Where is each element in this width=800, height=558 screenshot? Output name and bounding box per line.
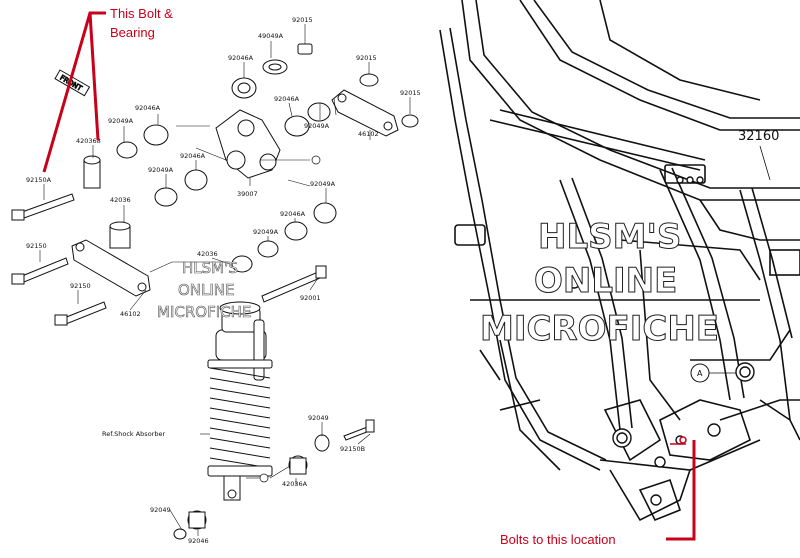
part-number-92049-a: 92049 [308,414,329,422]
svg-text:MICROFICHE: MICROFICHE [157,303,251,321]
svg-text:HLSM'S: HLSM'S [538,217,681,257]
part-number-92150-b: 92150 [70,282,91,290]
frame-drawing [439,0,800,522]
part-number-92001: 92001 [300,294,321,302]
part-number-92049a-c: 92049A [148,166,174,174]
watermark-left: HLSM'S ONLINE MICROFICHE [157,259,252,322]
svg-text:ONLINE: ONLINE [178,281,235,299]
reference-mark-a-frame: A [690,363,736,383]
part-number-92049a-e: 92049A [253,228,279,236]
part-number-92150a: 92150A [26,176,52,184]
part-number-92049a-b: 92049A [304,122,330,130]
part-number-92015-c: 92015 [400,89,421,97]
part-number-92150-a: 92150 [26,242,47,250]
part-number-42036-a: 42036 [110,196,131,204]
part-number-39007: 39007 [237,190,258,198]
part-number-92049a-a: 92049A [108,117,134,125]
part-number-42036a: 42036A [282,480,308,488]
annotation-bolts-location-text: Bolts to this location [500,532,616,547]
watermark-right: HLSM'S ONLINE MICROFICHE [480,217,720,350]
part-number-49049a: 49049A [258,32,284,40]
part-number-92150b: 92150B [340,445,365,453]
part-number-46102-a: 46102 [358,130,379,138]
part-number-92046a-d: 92046A [180,152,206,160]
annotation-this-bolt: This Bolt & Bearing [42,6,173,173]
part-number-92046a-e: 92046A [280,210,306,218]
part-number-92015-a: 92015 [292,16,313,24]
part-number-46102-b: 46102 [120,310,141,318]
part-number-92015-b: 92015 [356,54,377,62]
frame-holes [567,176,755,506]
reference-marks-a-left [259,155,321,483]
svg-text:ONLINE: ONLINE [534,261,677,301]
part-number-92046a-b: 92046A [274,95,300,103]
svg-text:MICROFICHE: MICROFICHE [480,309,719,349]
annotation-bolts-location: Bolts to this location [500,436,696,547]
svg-text:A: A [697,369,703,378]
part-number-92049-b: 92049 [150,506,171,514]
annotation-this-bolt-line1: This Bolt & [110,6,173,21]
ref-shock-absorber-label: Ref.Shock Absorber [102,430,165,438]
part-number-92046a-c: 92046A [135,104,161,112]
part-number-420368: 420368 [76,137,101,145]
annotation-this-bolt-line2: Bearing [110,25,155,40]
part-number-32160: 32160 [738,129,779,144]
part-number-92046a-a: 92046A [228,54,254,62]
svg-text:HLSM'S: HLSM'S [182,259,238,277]
part-number-92046: 92046 [188,537,209,545]
leader-lines [39,24,411,536]
linkage-parts: FRONT [11,43,419,540]
part-number-92049a-d: 92049A [310,180,336,188]
part-number-42036-b: 42036 [197,250,218,258]
part-number-labels: 92015 49049A 92046A 92015 92015 92046A 9… [26,16,421,545]
